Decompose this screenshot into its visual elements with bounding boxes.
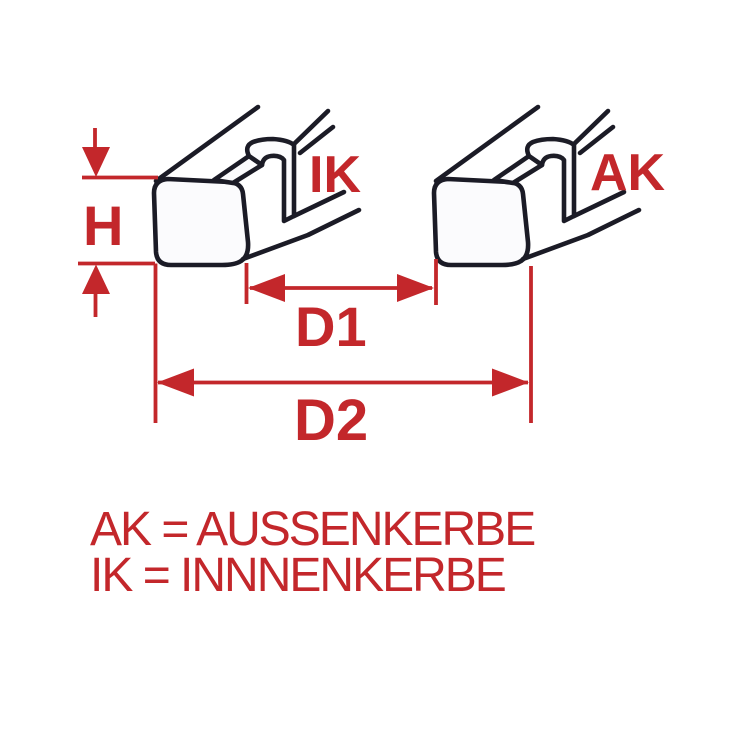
d1-arrowhead-right-icon [397, 274, 434, 302]
ring-side-chamfer-edge [240, 207, 362, 262]
d2-arrowhead-left-icon [157, 368, 194, 397]
d1-arrowhead-left-icon [248, 274, 285, 302]
outer-notch-label: AK [590, 144, 666, 202]
dimension-labels: H IK AK D1 D2 AK = AUSSENKERBE IK = INNN… [83, 144, 666, 602]
ring-notch-tab [244, 136, 297, 224]
ring-front-face [151, 176, 251, 268]
legend-line-ik: IK = INNNENKERBE [90, 549, 505, 602]
legend-line-ak: AK = AUSSENKERBE [90, 503, 534, 556]
inner-diameter-label: D1 [295, 295, 367, 358]
ring-drawing [151, 104, 639, 268]
ring-continuation-line-lower [297, 124, 336, 156]
outer-diameter-label: D2 [294, 388, 368, 453]
ring-continuation-line-upper [291, 108, 331, 147]
height-label: H [83, 194, 123, 257]
dimension-lines [78, 128, 533, 423]
h-arrowhead-up-icon [82, 264, 110, 294]
dimension-arrowheads [82, 147, 529, 397]
inner-notch-label: IK [309, 146, 361, 204]
ring-end-piece-left [151, 104, 362, 268]
ring-outer-band-edge [291, 189, 347, 219]
h-arrowhead-down-icon [82, 147, 110, 177]
ring-top-inner-edge-line [153, 104, 261, 184]
d2-arrowhead-right-icon [492, 368, 529, 397]
